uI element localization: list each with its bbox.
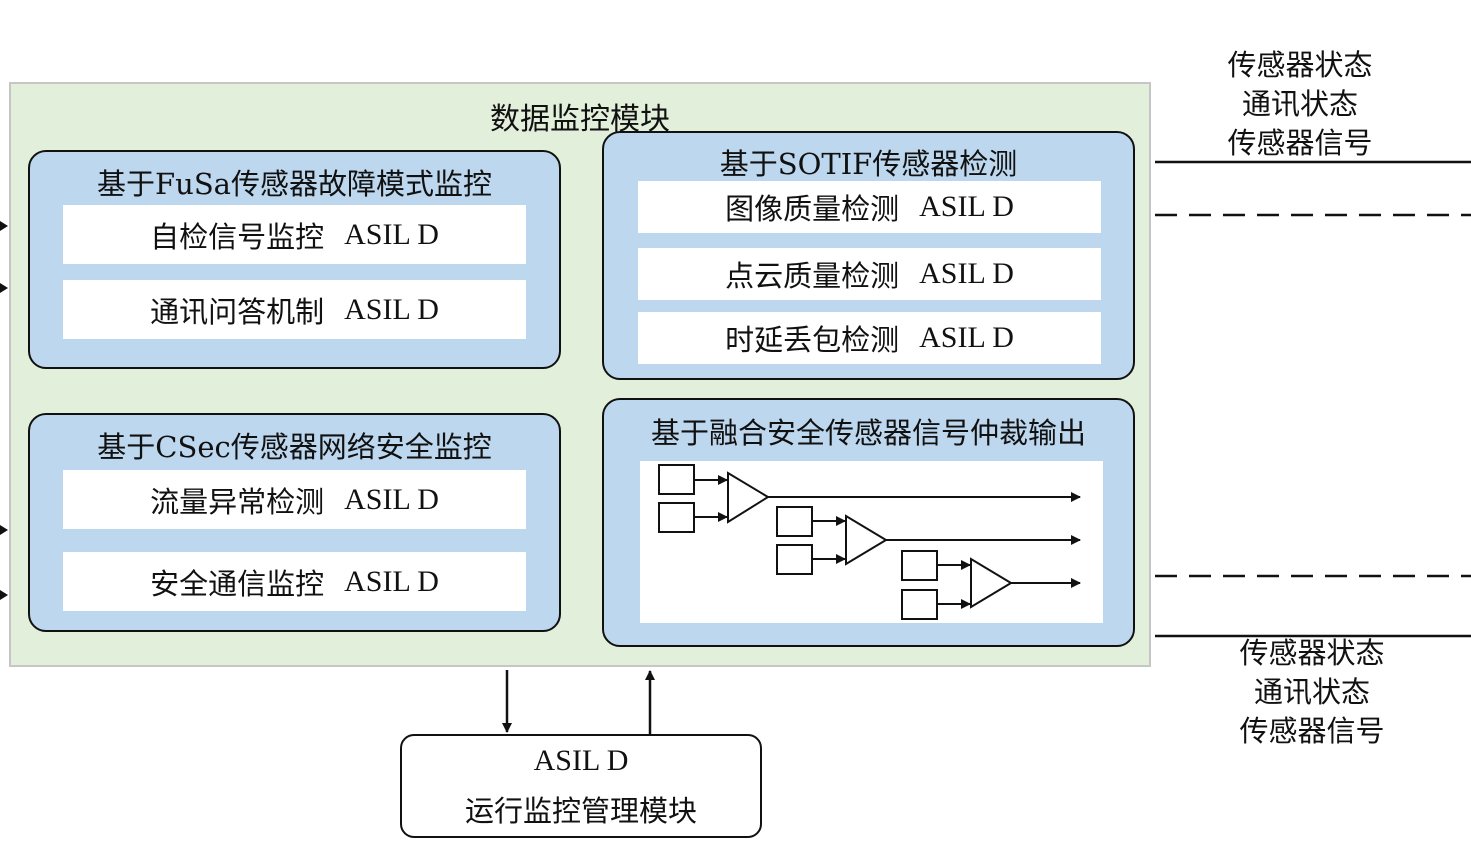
- right-output-lines: [1155, 160, 1471, 638]
- arbiter-triangle: [727, 471, 770, 524]
- csec-monitor-panel: 基于CSec传感器网络安全监控 流量异常检测 ASIL D 安全通信监控 ASI…: [28, 413, 561, 632]
- csec-row-secure-comm: 安全通信监控 ASIL D: [63, 552, 526, 611]
- signal-label: 传感器信号: [1239, 714, 1385, 748]
- fusa-row-handshake: 通讯问答机制 ASIL D: [63, 280, 526, 339]
- asil-tag: ASIL D: [919, 321, 1014, 354]
- control-module-name: 运行监控管理模块: [464, 794, 697, 828]
- input-arrow-4: [0, 590, 8, 600]
- asil-tag: ASIL D: [344, 482, 439, 516]
- arbiter-triangle: [845, 514, 888, 566]
- input-box: [658, 502, 695, 533]
- asil-tag: ASIL D: [919, 257, 1014, 290]
- input-box: [776, 506, 813, 537]
- row-label: 通讯问答机制: [150, 294, 325, 329]
- control-asil-level: ASIL D: [533, 744, 629, 777]
- sotif-row-image: 图像质量检测 ASIL D: [638, 181, 1101, 233]
- row-label: 点云质量检测: [725, 259, 900, 293]
- asil-tag: ASIL D: [919, 190, 1014, 223]
- row-label: 自检信号监控: [150, 219, 325, 254]
- fusa-panel-title: 基于FuSa传感器故障模式监控: [97, 167, 492, 201]
- signal-label: 传感器状态: [1239, 636, 1385, 670]
- row-label: 流量异常检测: [150, 484, 325, 519]
- sotif-panel-title: 基于SOTIF传感器检测: [719, 147, 1018, 181]
- csec-row-traffic: 流量异常检测 ASIL D: [63, 470, 526, 529]
- input-arrow-1: [0, 221, 8, 231]
- row-label: 安全通信监控: [150, 566, 325, 601]
- input-box: [658, 464, 695, 495]
- input-arrow-3: [0, 525, 8, 535]
- input-arrow-2: [0, 283, 8, 293]
- signal-label: 传感器状态: [1227, 48, 1373, 82]
- sotif-row-pointcloud: 点云质量检测 ASIL D: [638, 248, 1101, 300]
- runtime-control-module: ASIL D 运行监控管理模块: [400, 734, 762, 838]
- signals-top-labels: 传感器状态 通讯状态 传感器信号: [1210, 46, 1390, 163]
- arbitration-panel-title: 基于融合安全传感器信号仲裁输出: [650, 416, 1086, 450]
- left-input-arrows: [0, 221, 8, 600]
- csec-panel-title: 基于CSec传感器网络安全监控: [97, 430, 492, 464]
- asil-tag: ASIL D: [344, 217, 439, 251]
- row-label: 时延丢包检测: [725, 323, 900, 357]
- signal-label: 传感器信号: [1227, 126, 1373, 160]
- sotif-detect-panel: 基于SOTIF传感器检测 图像质量检测 ASIL D 点云质量检测 ASIL D…: [602, 131, 1135, 380]
- asil-tag: ASIL D: [344, 292, 439, 326]
- arbiter-triangle: [970, 557, 1013, 609]
- fusa-row-self-check: 自检信号监控 ASIL D: [63, 205, 526, 264]
- signal-label: 通讯状态: [1241, 87, 1358, 121]
- input-box: [901, 589, 938, 620]
- arbitration-cascade: [658, 464, 1081, 620]
- signals-bottom-labels: 传感器状态 通讯状态 传感器信号: [1222, 634, 1402, 751]
- asil-tag: ASIL D: [344, 564, 439, 598]
- row-label: 图像质量检测: [725, 192, 900, 226]
- fusa-monitor-panel: 基于FuSa传感器故障模式监控 自检信号监控 ASIL D 通讯问答机制 ASI…: [28, 150, 561, 369]
- signal-label: 通讯状态: [1253, 675, 1370, 709]
- input-box: [901, 550, 938, 581]
- sotif-row-latency: 时延丢包检测 ASIL D: [638, 312, 1101, 364]
- input-box: [776, 544, 813, 575]
